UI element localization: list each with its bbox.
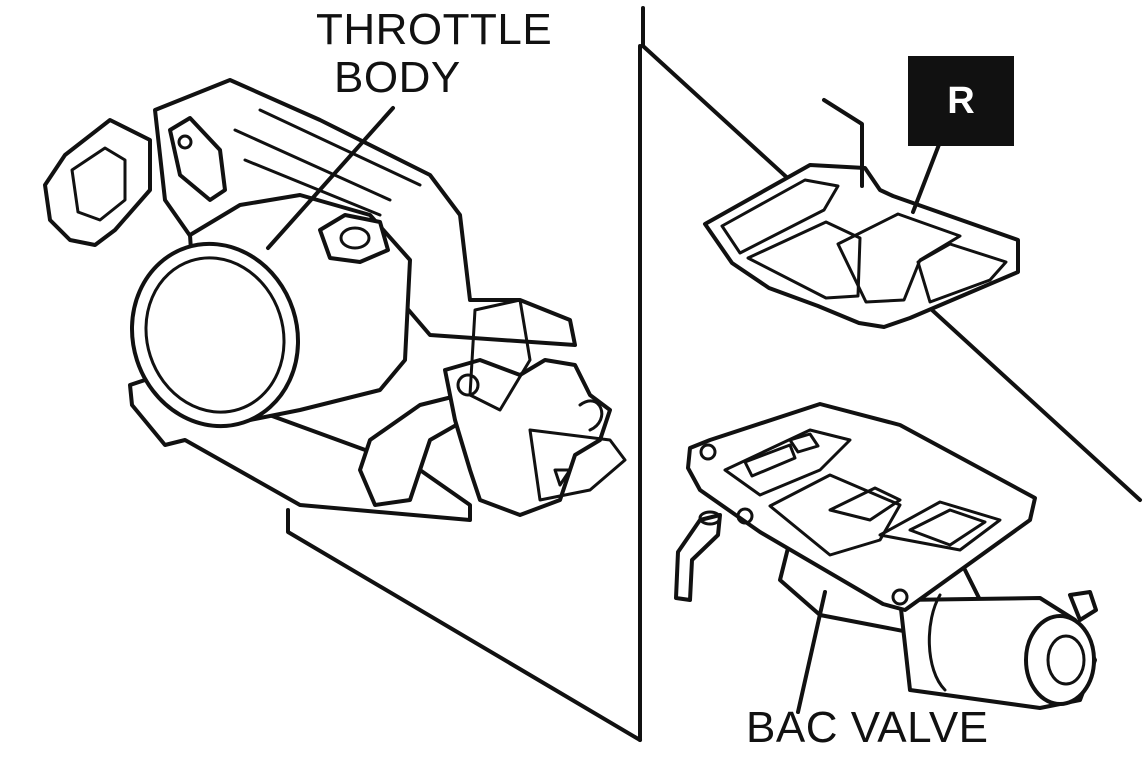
throttle-body-label-line1: THROTTLE [316, 5, 553, 54]
bac-valve-label: BAC VALVE [746, 703, 989, 752]
bac-valve-illustration [674, 402, 1098, 710]
exploded-view-frame [286, 6, 1142, 742]
throttle-body-illustration [43, 78, 627, 522]
bac-valve-leader [796, 590, 827, 714]
gasket-illustration [703, 163, 1020, 329]
gasket-leader-left [822, 98, 864, 188]
throttle-body-label-line2: BODY [334, 53, 461, 102]
throttle-body-leader [266, 106, 395, 250]
replace-badge: R [908, 56, 1014, 146]
gasket-leader-right [911, 140, 942, 214]
